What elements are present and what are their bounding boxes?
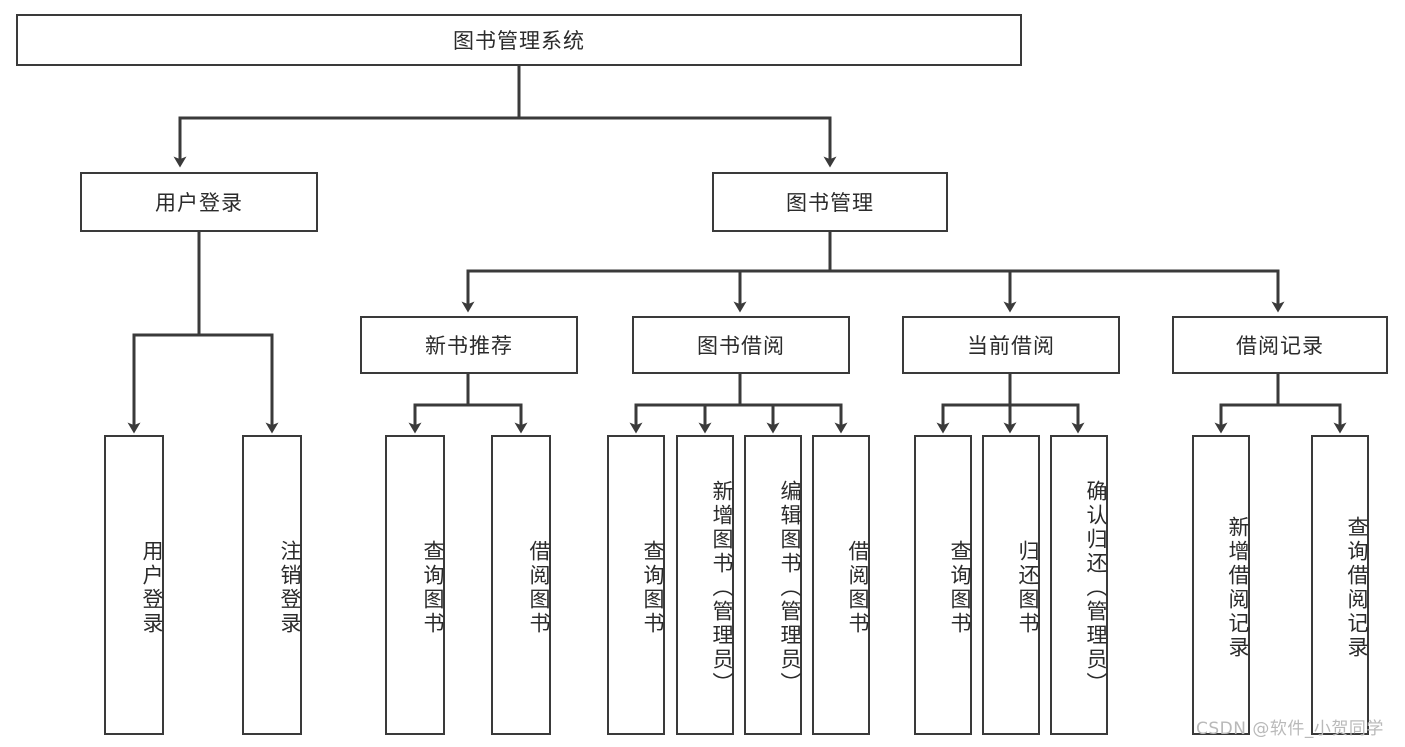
leaf-label: 查询图书 [421,540,445,636]
leaf-query-book-recommend[interactable]: 查询图书 [385,435,445,735]
node-book-management[interactable]: 图书管理 [712,172,948,232]
leaf-label: 新增借阅记录 [1226,516,1250,660]
node-root-system[interactable]: 图书管理系统 [16,14,1022,66]
leaf-label: 确认归还（管理员） [1084,480,1108,696]
node-user-login[interactable]: 用户登录 [80,172,318,232]
leaf-label: 查询借阅记录 [1345,516,1369,660]
node-borrow-record[interactable]: 借阅记录 [1172,316,1388,374]
leaf-label: 查询图书 [641,540,665,636]
leaf-label: 借阅图书 [846,540,870,636]
leaf-query-borrow-record[interactable]: 查询借阅记录 [1311,435,1369,735]
node-current-borrow[interactable]: 当前借阅 [902,316,1120,374]
leaf-edit-book-admin[interactable]: 编辑图书（管理员） [744,435,802,735]
leaf-borrow-book[interactable]: 借阅图书 [812,435,870,735]
leaf-return-book[interactable]: 归还图书 [982,435,1040,735]
leaf-label: 归还图书 [1016,540,1040,636]
leaf-query-book-current[interactable]: 查询图书 [914,435,972,735]
leaf-logout[interactable]: 注销登录 [242,435,302,735]
leaf-query-book-borrow[interactable]: 查询图书 [607,435,665,735]
node-book-borrow[interactable]: 图书借阅 [632,316,850,374]
leaf-label: 查询图书 [948,540,972,636]
leaf-label: 用户登录 [140,540,164,636]
leaf-label: 新增图书（管理员） [710,480,734,696]
leaf-add-book-admin[interactable]: 新增图书（管理员） [676,435,734,735]
leaf-add-borrow-record[interactable]: 新增借阅记录 [1192,435,1250,735]
leaf-user-login[interactable]: 用户登录 [104,435,164,735]
leaf-label: 编辑图书（管理员） [778,480,802,696]
leaf-borrow-book-recommend[interactable]: 借阅图书 [491,435,551,735]
leaf-label: 注销登录 [278,540,302,636]
node-new-book-recommend[interactable]: 新书推荐 [360,316,578,374]
leaf-label: 借阅图书 [527,540,551,636]
leaf-confirm-return-admin[interactable]: 确认归还（管理员） [1050,435,1108,735]
